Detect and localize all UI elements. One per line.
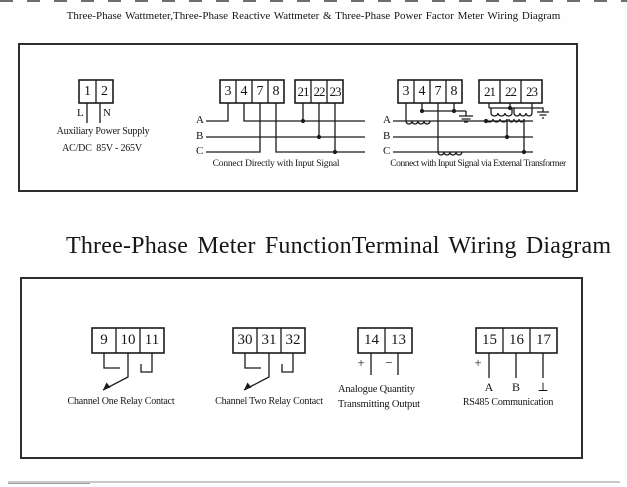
minus-sign-analogue: − (385, 355, 393, 370)
terminal-21-direct: 21 (297, 84, 310, 99)
function-wiring-box (20, 277, 583, 459)
terminal-31: 31 (261, 332, 277, 348)
terminal-32: 32 (285, 332, 301, 348)
terminal-1: 1 (84, 84, 91, 99)
analogue-caption-line2: Transmitting Output (338, 399, 420, 410)
terminal-21-pt: 21 (484, 84, 496, 99)
terminal-8-direct: 8 (272, 84, 280, 99)
rs485-ground-label: ⊥ (537, 380, 549, 394)
rs485-b-label: B (511, 380, 520, 394)
terminal-30: 30 (237, 332, 253, 348)
relay-one-caption: Channel One Relay Contact (67, 396, 175, 407)
analogue-caption-line1: Analogue Quantity (338, 384, 415, 395)
phase-a-label-ct: A (383, 114, 391, 126)
terminal-17: 17 (536, 332, 551, 348)
line-label: L (77, 107, 84, 119)
power-wiring-box (18, 43, 578, 192)
terminal-7-direct: 7 (256, 84, 264, 99)
direct-input-caption: Connect Directly with Input Signal (212, 159, 340, 169)
function-diagram-title: Three-Phase Meter FunctionTerminal Wirin… (66, 233, 612, 259)
terminal-16: 16 (509, 332, 524, 348)
terminal-15: 15 (482, 332, 497, 348)
terminal-8-ct: 8 (450, 84, 458, 99)
terminal-14: 14 (364, 332, 379, 348)
terminal-7-ct: 7 (434, 84, 442, 99)
terminal-3-direct: 3 (224, 84, 232, 99)
phase-b-label-ct: B (383, 130, 391, 142)
rs485-caption: RS485 Communication (462, 397, 554, 408)
terminal-3-ct: 3 (402, 84, 410, 99)
phase-a-label-direct: A (196, 114, 204, 126)
aux-power-caption: Auxiliary Power Supply (56, 126, 150, 137)
terminal-9: 9 (100, 332, 108, 348)
terminal-10: 10 (120, 332, 136, 348)
phase-c-label-direct: C (196, 145, 204, 157)
terminal-4-direct: 4 (240, 84, 248, 99)
plus-sign-analogue: + (357, 355, 365, 370)
plus-sign-rs485: + (474, 355, 482, 370)
phase-b-label-direct: B (196, 130, 204, 142)
terminal-23-direct: 23 (329, 84, 342, 99)
rs485-a-label: A (484, 380, 494, 394)
phase-c-label-ct: C (383, 145, 391, 157)
aux-power-rating: AC/DC 85V - 265V (62, 143, 142, 154)
terminal-22-direct: 22 (313, 84, 326, 99)
external-transformer-caption: Connect with Input Signal via External T… (390, 159, 566, 169)
terminal-4-ct: 4 (418, 84, 426, 99)
scan-artifact-top (0, 0, 627, 2)
terminal-2: 2 (101, 84, 108, 99)
neutral-label: N (103, 107, 111, 119)
relay-two-caption: Channel Two Relay Contact (215, 396, 323, 407)
terminal-13: 13 (391, 332, 406, 348)
page-title: Three-Phase Wattmeter,Three-Phase Reacti… (66, 10, 561, 22)
terminal-22-pt: 22 (505, 84, 517, 99)
scan-artifact-bottom-light (8, 481, 620, 483)
terminal-11: 11 (144, 332, 160, 348)
terminal-23-pt: 23 (526, 84, 538, 99)
